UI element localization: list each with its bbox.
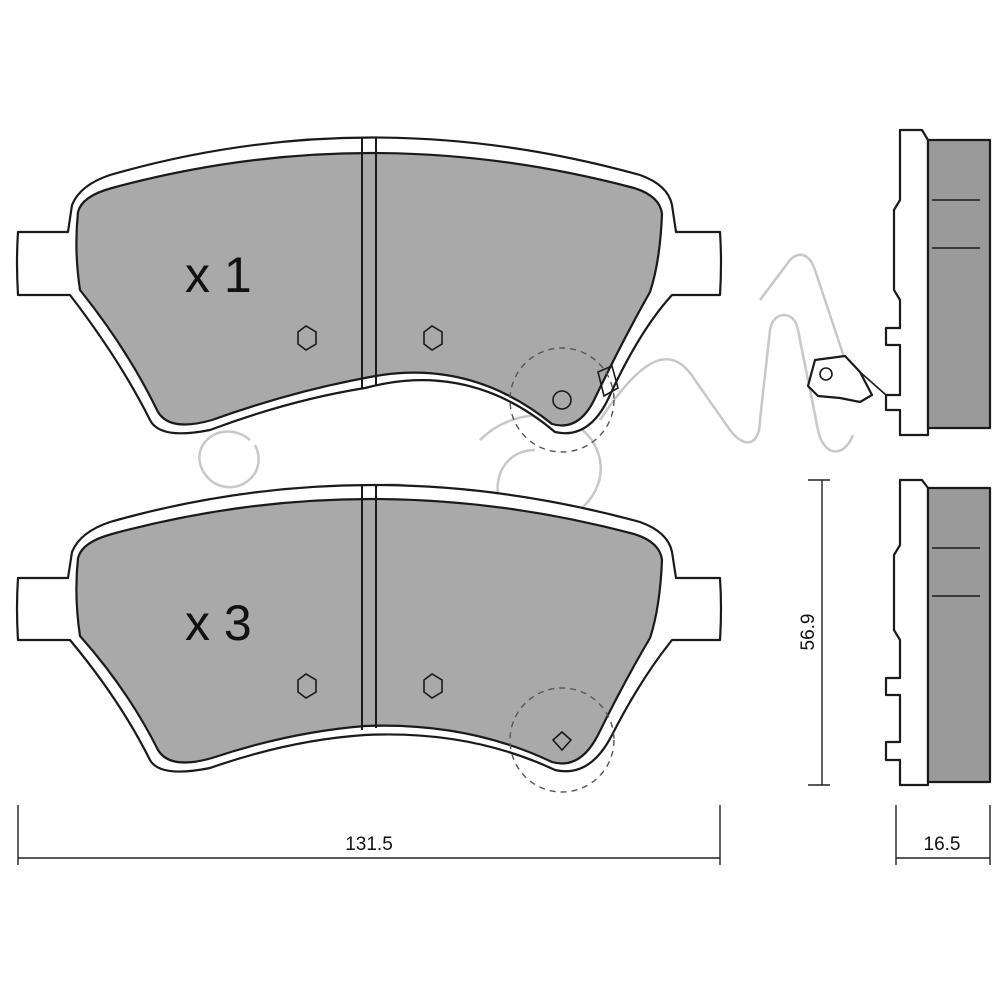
brake-pad-bottom: x 3 [15,483,723,793]
brake-pad-top: x 1 [15,136,723,453]
side-friction-material [926,138,992,430]
mounting-hole [297,673,317,699]
dimension-height-label: 56.9 [798,614,819,651]
mounting-hole [297,325,317,351]
side-backing-plate [884,128,930,437]
dimension-thickness-label: 16.5 [924,834,961,855]
pad-friction-material [75,497,664,765]
sensor-outline-dashed [509,347,615,453]
sensor-hole [551,730,573,752]
dimension-height: 56.9 [798,479,830,786]
dimension-width-label: 131.5 [345,834,393,855]
side-backing-plate [884,478,930,787]
side-view-bottom [884,478,992,787]
connector-hole [819,367,833,381]
side-friction-material [926,486,992,784]
dimension-thickness: 16.5 [895,805,991,865]
sensor-outline-dashed [509,687,615,793]
quantity-label: x 1 [185,247,252,303]
mounting-hole [423,673,443,699]
wear-sensor-clip [597,364,619,398]
side-view-top [806,128,992,437]
dimension-width: 131.5 [17,805,721,865]
mounting-hole [423,325,443,351]
sensor-hole [552,390,572,410]
quantity-label: x 3 [185,595,252,651]
wear-sensor-connector [806,354,874,404]
pad-friction-material [75,151,664,427]
sensor-wire [859,371,887,396]
